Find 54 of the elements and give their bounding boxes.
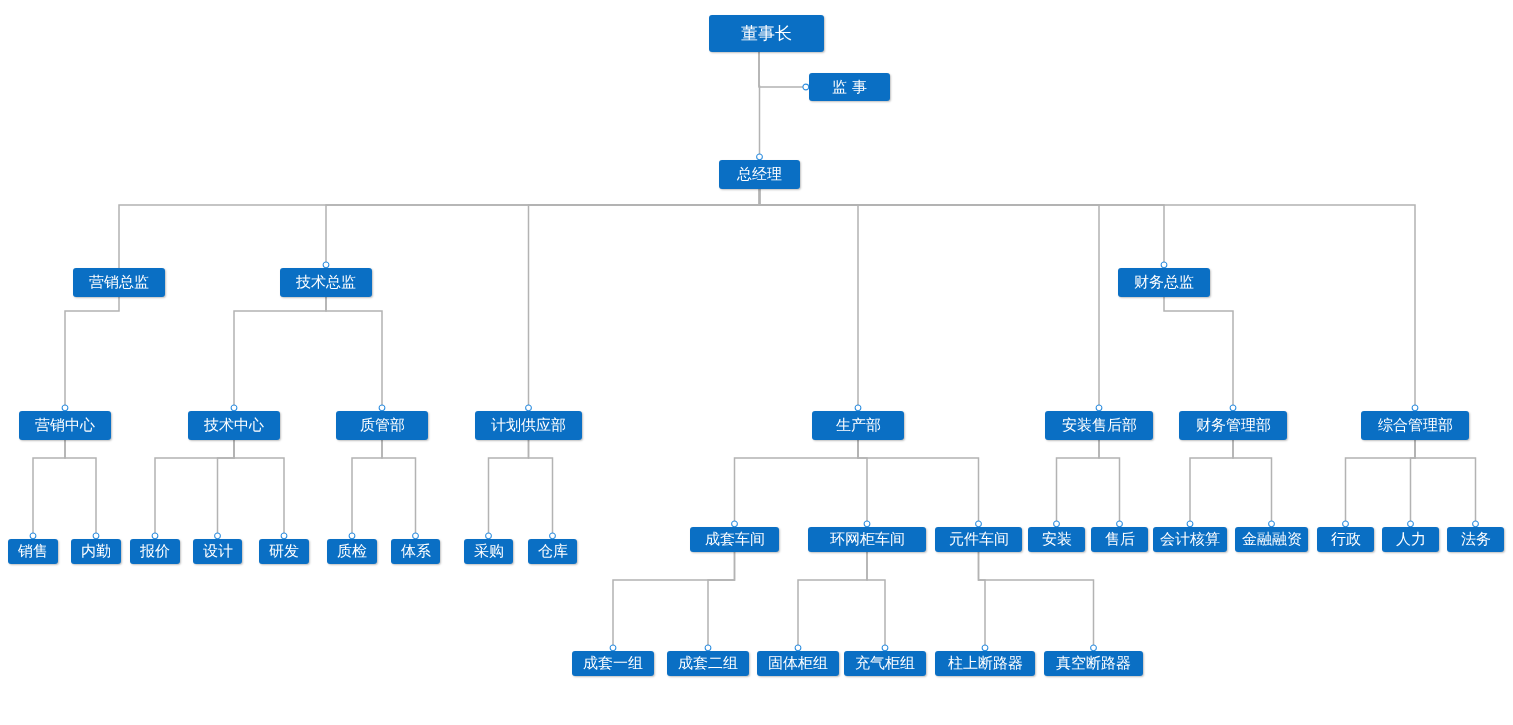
position-box: 技术中心 <box>188 411 280 440</box>
position-box: 充气柜组 <box>844 651 926 676</box>
position-box: 金融融资 <box>1235 527 1308 552</box>
position-box: 安装售后部 <box>1045 411 1153 440</box>
position-box: 监 事 <box>809 73 890 101</box>
position-box: 技术总监 <box>280 268 372 297</box>
position-box: 质管部 <box>336 411 428 440</box>
position-box: 成套一组 <box>572 651 654 676</box>
position-box: 销售 <box>8 539 58 564</box>
connector-line <box>1163 296 1237 412</box>
position-box: 营销中心 <box>19 411 111 440</box>
connector-line <box>1414 439 1479 528</box>
position-box: 研发 <box>259 539 309 564</box>
position-box: 计划供应部 <box>475 411 582 440</box>
connector-line <box>1098 439 1123 528</box>
connector-line <box>64 439 100 540</box>
position-box: 设计 <box>193 539 242 564</box>
position-box: 质检 <box>327 539 377 564</box>
connector-line <box>527 439 556 540</box>
position-box: 柱上断路器 <box>935 651 1035 676</box>
position-box: 成套二组 <box>667 651 749 676</box>
connector-line <box>857 439 982 528</box>
position-box: 总经理 <box>719 160 800 189</box>
connector-line <box>233 439 288 540</box>
position-box: 董事长 <box>709 15 824 52</box>
position-box: 安装 <box>1028 527 1085 552</box>
connector-line <box>756 51 763 161</box>
position-box: 环网柜车间 <box>808 527 926 552</box>
position-box: 生产部 <box>812 411 904 440</box>
position-box: 内勤 <box>71 539 121 564</box>
position-box: 元件车间 <box>935 527 1022 552</box>
position-box: 人力 <box>1382 527 1439 552</box>
connector-line <box>61 296 120 412</box>
position-box: 采购 <box>464 539 513 564</box>
position-box: 营销总监 <box>73 268 165 297</box>
position-box: 行政 <box>1317 527 1374 552</box>
connector-line <box>866 551 889 652</box>
position-box: 财务总监 <box>1118 268 1210 297</box>
position-box: 真空断路器 <box>1044 651 1143 676</box>
connector-line <box>977 551 1097 652</box>
connector-line <box>325 296 386 412</box>
connector-line <box>1232 439 1275 528</box>
position-box: 法务 <box>1447 527 1504 552</box>
connector-line <box>381 439 419 540</box>
position-box: 综合管理部 <box>1361 411 1469 440</box>
connector-line <box>704 551 736 652</box>
position-box: 报价 <box>130 539 180 564</box>
position-box: 仓库 <box>528 539 577 564</box>
position-box: 售后 <box>1091 527 1148 552</box>
position-box: 固体柜组 <box>757 651 839 676</box>
position-box: 成套车间 <box>690 527 779 552</box>
position-box: 财务管理部 <box>1179 411 1287 440</box>
position-box: 体系 <box>391 539 440 564</box>
position-box: 会计核算 <box>1153 527 1227 552</box>
